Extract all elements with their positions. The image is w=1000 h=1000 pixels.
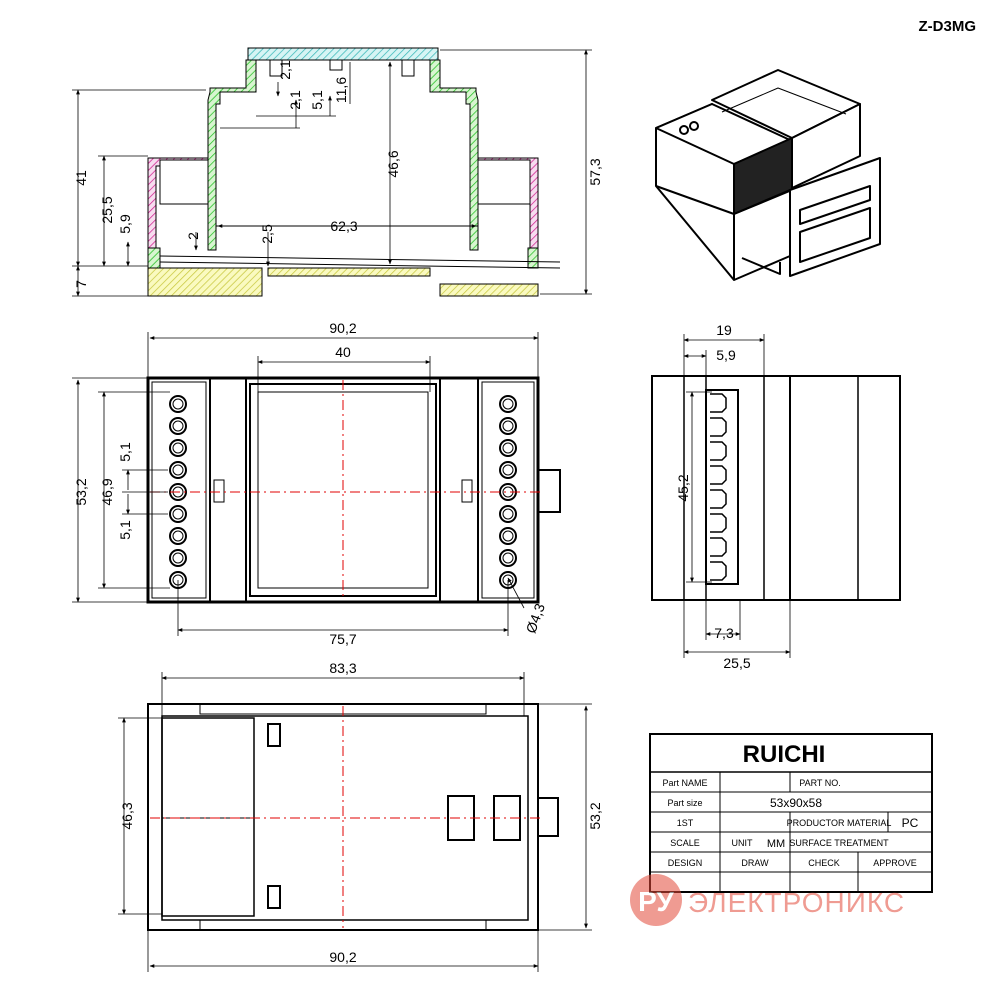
top-view: 90,2 40 53,2 46,9 5,1 5,1 75,7 Ø4,3 <box>72 320 561 647</box>
terminal-tooth <box>710 441 727 461</box>
unit-value: MM <box>767 838 785 850</box>
dim-text: 62,3 <box>330 218 357 234</box>
terminal-hole <box>499 395 517 413</box>
dim-text: Ø4,3 <box>523 601 548 635</box>
dim-text: 2,1 <box>287 90 303 110</box>
side-view: 19 5,9 45,2 7,3 25,5 <box>651 322 901 671</box>
dim-text: 11,6 <box>333 77 349 103</box>
terminal-hole <box>169 505 187 523</box>
material-value: PC <box>902 816 919 830</box>
dim-text: 5,1 <box>117 442 133 462</box>
material-label: PRODUCTOR MATERIAL <box>787 818 892 828</box>
base-green <box>147 247 161 269</box>
dim-text: 90,2 <box>329 320 356 336</box>
watermark-text: ЭЛЕКТРОНИКС <box>688 887 905 918</box>
dim-text: 46,6 <box>385 150 401 177</box>
dim-text: 2,1 <box>277 60 293 80</box>
check-label: CHECK <box>808 858 840 868</box>
terminal-hole <box>499 417 517 435</box>
dim-text: 25,5 <box>723 655 750 671</box>
dim-text: 57,3 <box>587 158 603 185</box>
dim-text: 75,7 <box>329 631 356 647</box>
terminal-tooth <box>710 513 727 533</box>
terminal-tooth <box>710 537 727 557</box>
part-size-value: 53x90x58 <box>770 796 822 810</box>
terminal-hole <box>499 527 517 545</box>
dim-text: 83,3 <box>329 660 356 676</box>
part-no-label: PART NO. <box>799 778 841 788</box>
dim-text: 5,9 <box>716 347 736 363</box>
watermark: РУ ЭЛЕКТРОНИКС <box>630 874 905 926</box>
housing-wall-green <box>207 59 257 251</box>
first-label: 1ST <box>677 818 694 828</box>
terminal-tooth <box>710 465 727 485</box>
approve-label: APPROVE <box>873 858 917 868</box>
dim-text: 45,2 <box>675 474 691 501</box>
cover-hatch <box>247 47 439 61</box>
din-clip-yellow <box>147 267 263 297</box>
dim-text: 2 <box>185 232 201 240</box>
dim-text: 19 <box>716 322 732 338</box>
dim-text: 5,1 <box>309 90 325 110</box>
dim-text: 5,9 <box>117 214 133 234</box>
brand-name: RUICHI <box>743 741 826 768</box>
terminal-hole <box>169 417 187 435</box>
din-clip-yellow <box>439 283 539 297</box>
watermark-logo: РУ <box>638 886 674 917</box>
housing-wall-green <box>429 59 479 251</box>
dim-text: 7 <box>73 280 89 288</box>
unit-label: UNIT <box>732 838 753 848</box>
dim-text: 46,3 <box>119 802 135 829</box>
dim-text: 7,3 <box>714 625 734 641</box>
dim-text: 25,5 <box>99 196 115 223</box>
bottom-view: 83,3 46,3 53,2 90,2 <box>118 660 603 972</box>
model-code: Z-D3MG <box>918 18 977 35</box>
design-label: DESIGN <box>668 858 703 868</box>
terminal-tooth <box>710 561 727 581</box>
terminal-hole <box>499 505 517 523</box>
isometric-view <box>655 69 881 281</box>
terminal-tooth <box>710 417 727 437</box>
base-green <box>527 247 539 269</box>
terminal-hole <box>169 549 187 567</box>
front-section-view: 57,3 41 25,5 5,9 7 46,6 2,1 2,1 5,1 11,6… <box>72 47 603 297</box>
surface-label: SURFACE TREATMENT <box>789 838 889 848</box>
terminal-hole <box>169 527 187 545</box>
terminal-hole <box>499 549 517 567</box>
part-name-label: Part NAME <box>662 778 707 788</box>
dim-text: 40 <box>335 344 351 360</box>
terminal-teeth <box>710 393 727 581</box>
terminal-hole <box>169 395 187 413</box>
scale-label: SCALE <box>670 838 700 848</box>
dim-text: 5,1 <box>117 520 133 540</box>
terminal-hole <box>499 461 517 479</box>
dim-text: 41 <box>73 170 89 186</box>
draw-label: DRAW <box>741 858 769 868</box>
dim-text: 46,9 <box>99 478 115 505</box>
dim-text: 53,2 <box>73 478 89 505</box>
dim-text: 90,2 <box>329 949 356 965</box>
terminal-hole <box>169 461 187 479</box>
terminal-tooth <box>710 393 727 413</box>
terminal-hole <box>499 439 517 457</box>
part-size-label: Part size <box>667 798 702 808</box>
terminal-hole <box>169 439 187 457</box>
terminal-tooth <box>710 489 727 509</box>
title-block <box>649 733 933 893</box>
dim-text: 53,2 <box>587 802 603 829</box>
dim-text: 2,5 <box>259 224 275 244</box>
terminal-holes <box>169 395 517 589</box>
